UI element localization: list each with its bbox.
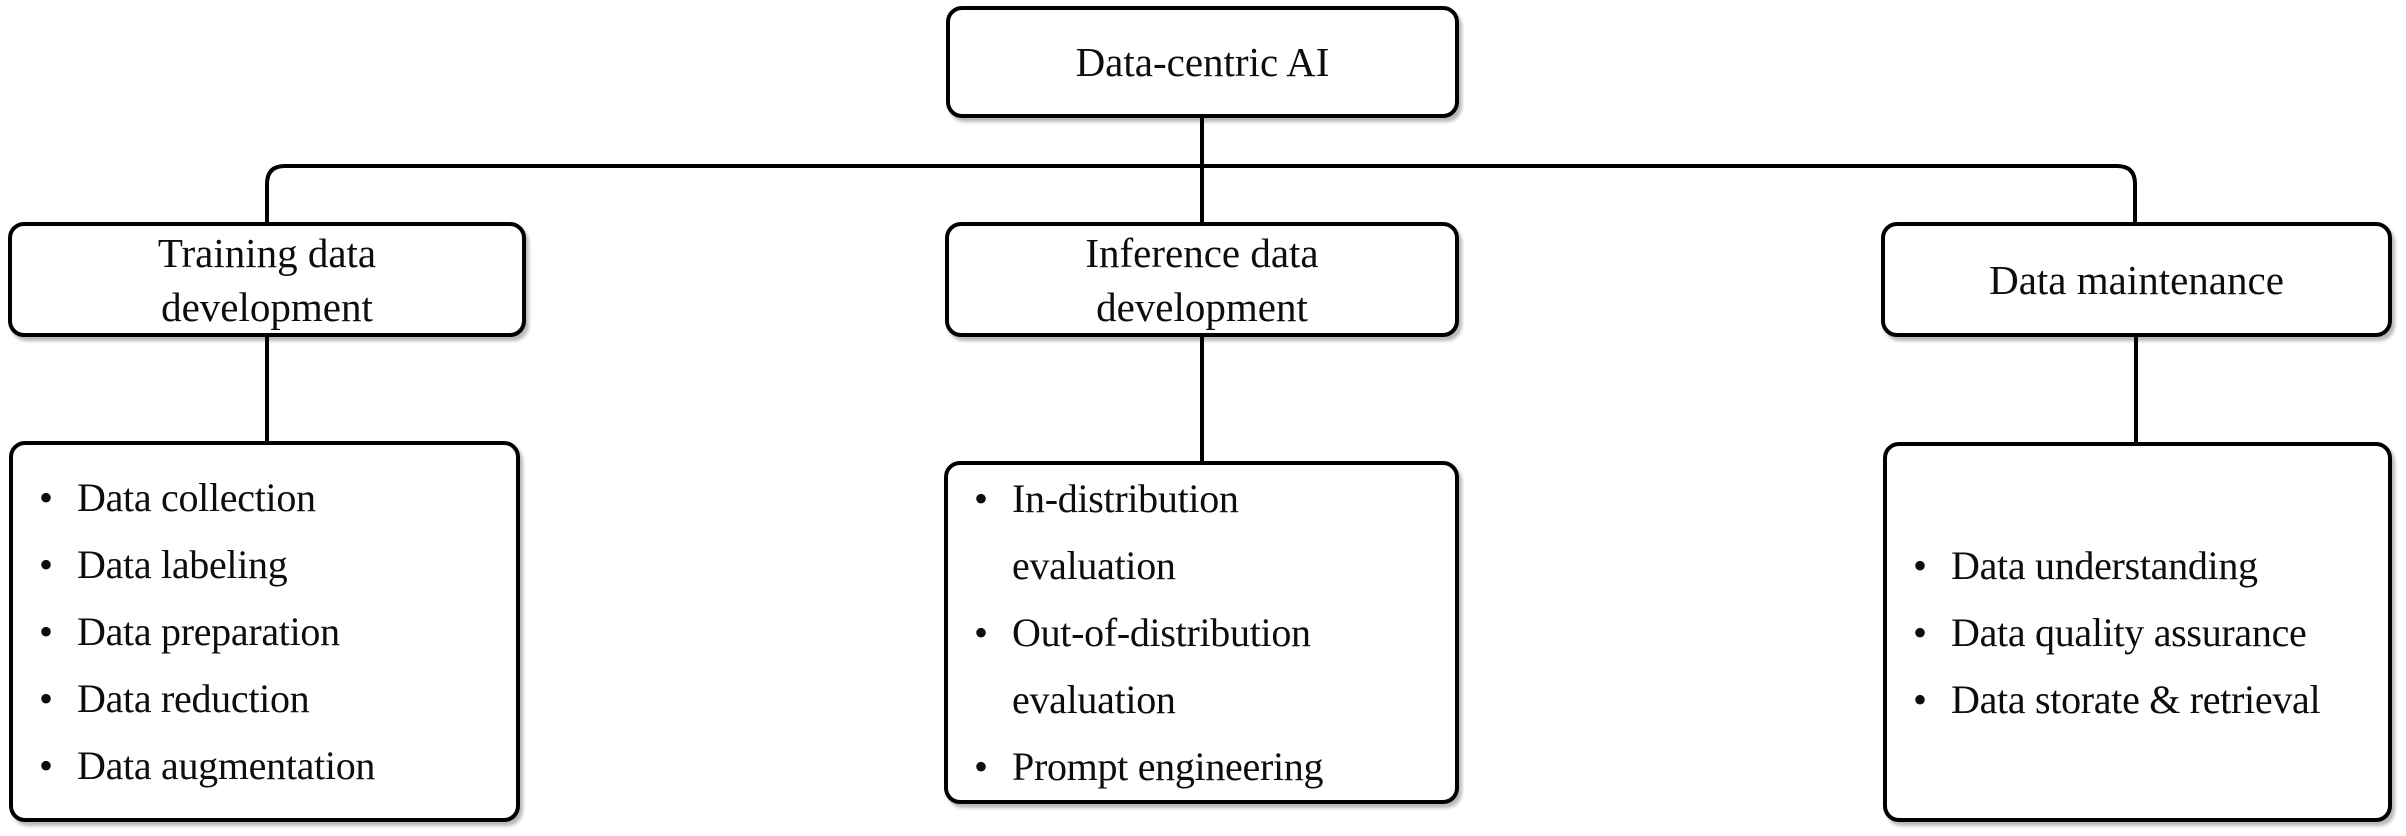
- bullet-icon: •: [39, 542, 54, 587]
- bullet-icon: •: [39, 676, 54, 721]
- bullet-icon: •: [1913, 609, 1928, 655]
- list-item-text: Data reduction: [77, 676, 310, 721]
- list-item: • Data labeling: [39, 531, 516, 598]
- branch-node-label: Data maintenance: [1989, 256, 2284, 303]
- bullet-icon: •: [1913, 676, 1928, 722]
- list-item-text: Data quality assurance: [1951, 609, 2307, 655]
- list-item: • Data understanding: [1913, 532, 2388, 599]
- list-item-text: Prompt engineering: [1012, 744, 1324, 789]
- branch-node-inference-data-development: Inference data development: [945, 222, 1459, 337]
- branch-node-label: Inference data development: [1085, 229, 1319, 330]
- list-item-text: Data storate & retrieval: [1951, 676, 2321, 722]
- list-item: • Out-of-distribution evaluation: [974, 599, 1455, 733]
- bullet-icon: •: [39, 609, 54, 654]
- bullet-list: • In-distribution evaluation • Out-of-distr…: [948, 465, 1455, 800]
- branch-node-training-data-development: Training data development: [8, 222, 526, 337]
- tree-connector-path: [265, 118, 2138, 461]
- leaf-list-data-maintenance: • Data understanding • Data quality assuran…: [1883, 442, 2392, 822]
- branch-node-label: Training data development: [157, 229, 377, 330]
- list-item: • Data collection: [39, 464, 516, 531]
- list-item: • Data augmentation: [39, 732, 516, 799]
- list-item: • Data quality assurance: [1913, 599, 2388, 666]
- list-item-text: Data preparation: [77, 609, 340, 654]
- bullet-icon: •: [1913, 542, 1928, 588]
- list-item-text: In-distribution evaluation: [1012, 476, 1239, 588]
- bullet-list: • Data understanding • Data quality assuran…: [1887, 532, 2388, 733]
- leaf-list-training-data-development: • Data collection • Data labeling • Data prep…: [9, 441, 520, 822]
- branch-node-data-maintenance: Data maintenance: [1881, 222, 2392, 337]
- list-item: • Prompt engineering: [974, 733, 1455, 800]
- list-item: • Data storate & retrieval: [1913, 666, 2388, 733]
- root-node-label: Data-centric AI: [1075, 39, 1330, 85]
- root-node: Data-centric AI: [946, 6, 1459, 118]
- list-item-text: Data labeling: [77, 542, 288, 587]
- list-item-text: Data collection: [77, 475, 316, 520]
- list-item-text: Data understanding: [1951, 542, 2258, 588]
- list-item: • In-distribution evaluation: [974, 465, 1455, 599]
- list-item: • Data preparation: [39, 598, 516, 665]
- list-item: • Data reduction: [39, 665, 516, 732]
- bullet-icon: •: [39, 743, 54, 788]
- leaf-list-inference-data-development: • In-distribution evaluation • Out-of-distr…: [944, 461, 1459, 804]
- list-item-text: Out-of-distribution evaluation: [1012, 610, 1311, 722]
- bullet-icon: •: [974, 610, 989, 655]
- bullet-list: • Data collection • Data labeling • Data prep…: [13, 464, 516, 799]
- bullet-icon: •: [974, 744, 989, 789]
- list-item-text: Data augmentation: [77, 743, 376, 788]
- bullet-icon: •: [39, 475, 54, 520]
- bullet-icon: •: [974, 476, 989, 521]
